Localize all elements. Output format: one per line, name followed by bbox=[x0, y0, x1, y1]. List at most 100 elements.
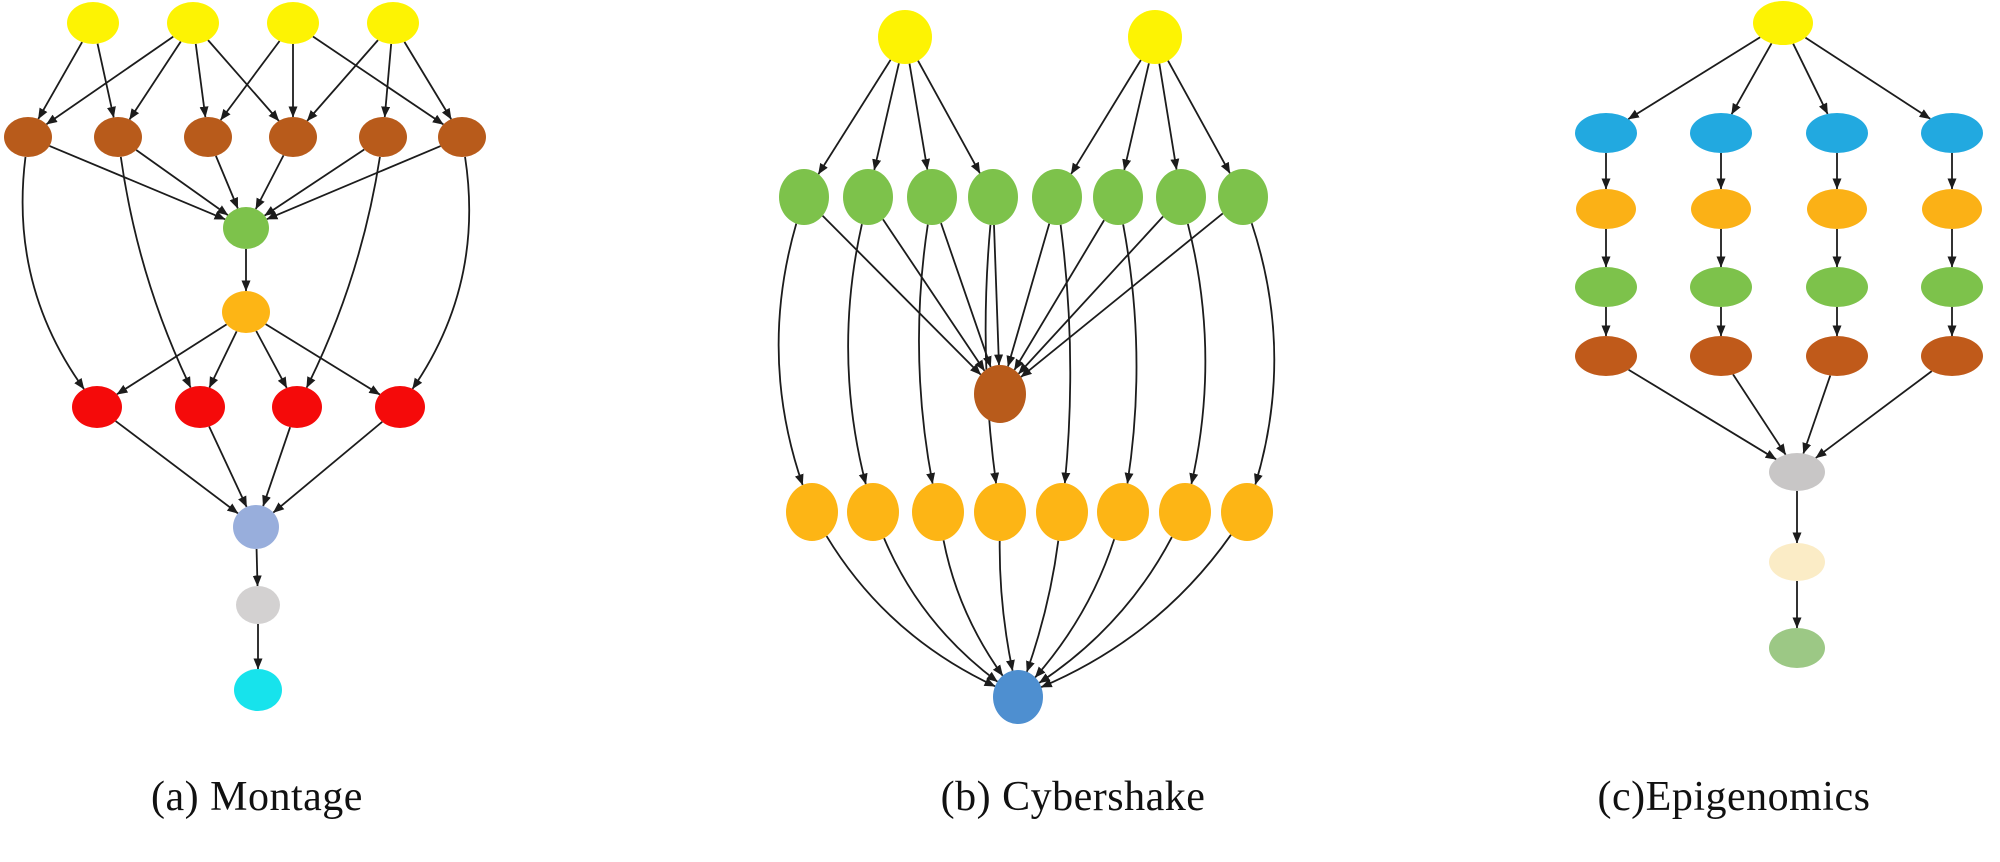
node-epigenomics-N2-merge-task bbox=[1690, 336, 1752, 376]
node-epigenomics-N1-merge-task bbox=[1575, 336, 1637, 376]
node-montage-r2-background-task bbox=[175, 386, 225, 428]
node-montage-y2-source-task bbox=[167, 2, 219, 44]
edge-cybershake-O7-BL bbox=[1038, 536, 1173, 684]
node-epigenomics-G3-map-task bbox=[1806, 267, 1868, 307]
edge-cybershake-O4-BL bbox=[998, 540, 1015, 672]
node-cybershake-Y2-source-task bbox=[1128, 10, 1182, 64]
edge-montage-b6-r4 bbox=[411, 156, 471, 390]
edge-cybershake-O8-BL bbox=[1040, 534, 1232, 688]
node-epigenomics-B2-split-task bbox=[1690, 113, 1752, 153]
edge-cybershake-G5-O5 bbox=[1059, 224, 1072, 484]
edge-cybershake-G5-BR bbox=[1006, 223, 1051, 367]
node-cybershake-G5-extract-task bbox=[1032, 169, 1082, 225]
edge-montage-r3-bl bbox=[262, 426, 291, 507]
node-epigenomics-O2-filter-task bbox=[1691, 189, 1751, 229]
edge-epigenomics-N3-GY bbox=[1802, 375, 1832, 454]
edge-cybershake-G6-BR bbox=[1013, 219, 1105, 371]
edge-cybershake-Y2-G6 bbox=[1122, 63, 1150, 171]
node-cybershake-Y1-source-task bbox=[878, 10, 932, 64]
edge-cybershake-G8-O8 bbox=[1250, 222, 1276, 486]
node-montage-y4-source-task bbox=[367, 2, 419, 44]
edge-cybershake-G3-O3 bbox=[918, 224, 936, 485]
edge-cybershake-Y2-G8 bbox=[1167, 60, 1231, 174]
edge-epigenomics-Y-B2 bbox=[1730, 42, 1773, 115]
edge-montage-y2-b3 bbox=[194, 43, 209, 118]
edge-cybershake-O3-BL bbox=[942, 540, 1004, 677]
edge-montage-r2-bl bbox=[208, 426, 248, 508]
node-cybershake-G7-extract-task bbox=[1156, 169, 1206, 225]
edge-montage-y1-b1 bbox=[37, 41, 83, 120]
node-epigenomics-G2-map-task bbox=[1690, 267, 1752, 307]
node-epigenomics-G1-map-task bbox=[1575, 267, 1637, 307]
edge-epigenomics-Y-B3 bbox=[1792, 43, 1829, 115]
edge-montage-b4-g1 bbox=[255, 154, 285, 210]
edge-cybershake-G4-BR bbox=[993, 224, 1004, 366]
edge-cybershake-Y1-G4 bbox=[917, 60, 981, 174]
node-cybershake-G2-extract-task bbox=[843, 169, 893, 225]
node-montage-y1-source-task bbox=[67, 2, 119, 44]
node-montage-b5-level2-task bbox=[359, 117, 407, 157]
edge-montage-b5-g1 bbox=[264, 148, 365, 217]
node-montage-b1-level2-task bbox=[4, 117, 52, 157]
node-epigenomics-Y-source-task bbox=[1753, 1, 1813, 45]
node-epigenomics-N4-merge-task bbox=[1921, 336, 1983, 376]
edge-montage-y3-b6 bbox=[312, 35, 444, 126]
caption-cybershake: (b) Cybershake bbox=[940, 774, 1206, 820]
edge-montage-b3-g1 bbox=[215, 155, 239, 209]
node-cybershake-O1-synthesis-task bbox=[786, 483, 838, 541]
edge-montage-r4-bl bbox=[272, 421, 383, 514]
edge-montage-b6-g1 bbox=[266, 145, 441, 221]
node-cybershake-G1-extract-task bbox=[779, 169, 829, 225]
node-cybershake-O5-synthesis-task bbox=[1036, 483, 1088, 541]
edge-montage-y1-b2 bbox=[96, 43, 116, 118]
edge-montage-b1-r1 bbox=[21, 156, 85, 390]
edge-cybershake-G4-O4 bbox=[984, 224, 1000, 484]
edge-montage-bl-gy bbox=[252, 548, 262, 587]
edge-montage-b2-r2 bbox=[119, 156, 192, 388]
edge-montage-y3-b3 bbox=[219, 40, 281, 121]
edge-montage-y4-b6 bbox=[403, 41, 452, 120]
edge-cybershake-Y1-G2 bbox=[872, 63, 900, 171]
node-epigenomics-B4-split-task bbox=[1921, 113, 1983, 153]
node-cybershake-O3-synthesis-task bbox=[912, 483, 964, 541]
node-montage-b2-level2-task bbox=[94, 117, 142, 157]
node-cybershake-G4-extract-task bbox=[968, 169, 1018, 225]
node-cybershake-G8-extract-task bbox=[1218, 169, 1268, 225]
caption-montage: (a) Montage bbox=[151, 774, 363, 820]
node-cybershake-BR-zip-task bbox=[974, 365, 1026, 423]
edge-cybershake-G2-BR bbox=[882, 218, 986, 372]
node-montage-r1-background-task bbox=[72, 386, 122, 428]
edge-cybershake-O6-BL bbox=[1034, 539, 1116, 678]
edge-montage-o1-r1 bbox=[116, 323, 228, 396]
edge-montage-b5-r3 bbox=[305, 156, 381, 389]
node-cybershake-BL-sink-task bbox=[993, 670, 1043, 724]
edge-montage-y4-b5 bbox=[381, 43, 393, 118]
edge-cybershake-G7-BR bbox=[1017, 215, 1164, 375]
edge-montage-o1-r4 bbox=[265, 323, 381, 396]
node-cybershake-G3-extract-task bbox=[907, 169, 957, 225]
node-epigenomics-O4-filter-task bbox=[1922, 189, 1982, 229]
node-montage-g1-merge-task bbox=[223, 207, 269, 249]
edge-epigenomics-N1-GY bbox=[1628, 368, 1777, 461]
edge-montage-r1-bl bbox=[115, 420, 239, 515]
edge-cybershake-G1-O1 bbox=[777, 223, 804, 486]
edge-cybershake-G1-BR bbox=[821, 215, 982, 376]
node-montage-o1-model-task bbox=[222, 291, 270, 333]
edge-cybershake-G7-O7 bbox=[1186, 223, 1207, 485]
node-epigenomics-O1-filter-task bbox=[1576, 189, 1636, 229]
node-cybershake-O7-synthesis-task bbox=[1159, 483, 1211, 541]
edge-cybershake-G8-BR bbox=[1020, 212, 1224, 378]
node-montage-cy-sink-task bbox=[234, 669, 282, 711]
edge-cybershake-O2-BL bbox=[883, 537, 998, 683]
node-montage-b4-level2-task bbox=[269, 117, 317, 157]
edge-montage-b2-g1 bbox=[135, 149, 229, 216]
node-montage-b3-level2-task bbox=[184, 117, 232, 157]
node-montage-gy-shrink-task bbox=[236, 586, 280, 624]
edge-montage-o1-r3 bbox=[255, 330, 288, 389]
edge-cybershake-Y2-G5 bbox=[1070, 59, 1142, 175]
node-cybershake-G6-extract-task bbox=[1093, 169, 1143, 225]
edge-cybershake-Y1-G3 bbox=[908, 63, 931, 170]
node-montage-bl-gather-task bbox=[233, 505, 279, 549]
